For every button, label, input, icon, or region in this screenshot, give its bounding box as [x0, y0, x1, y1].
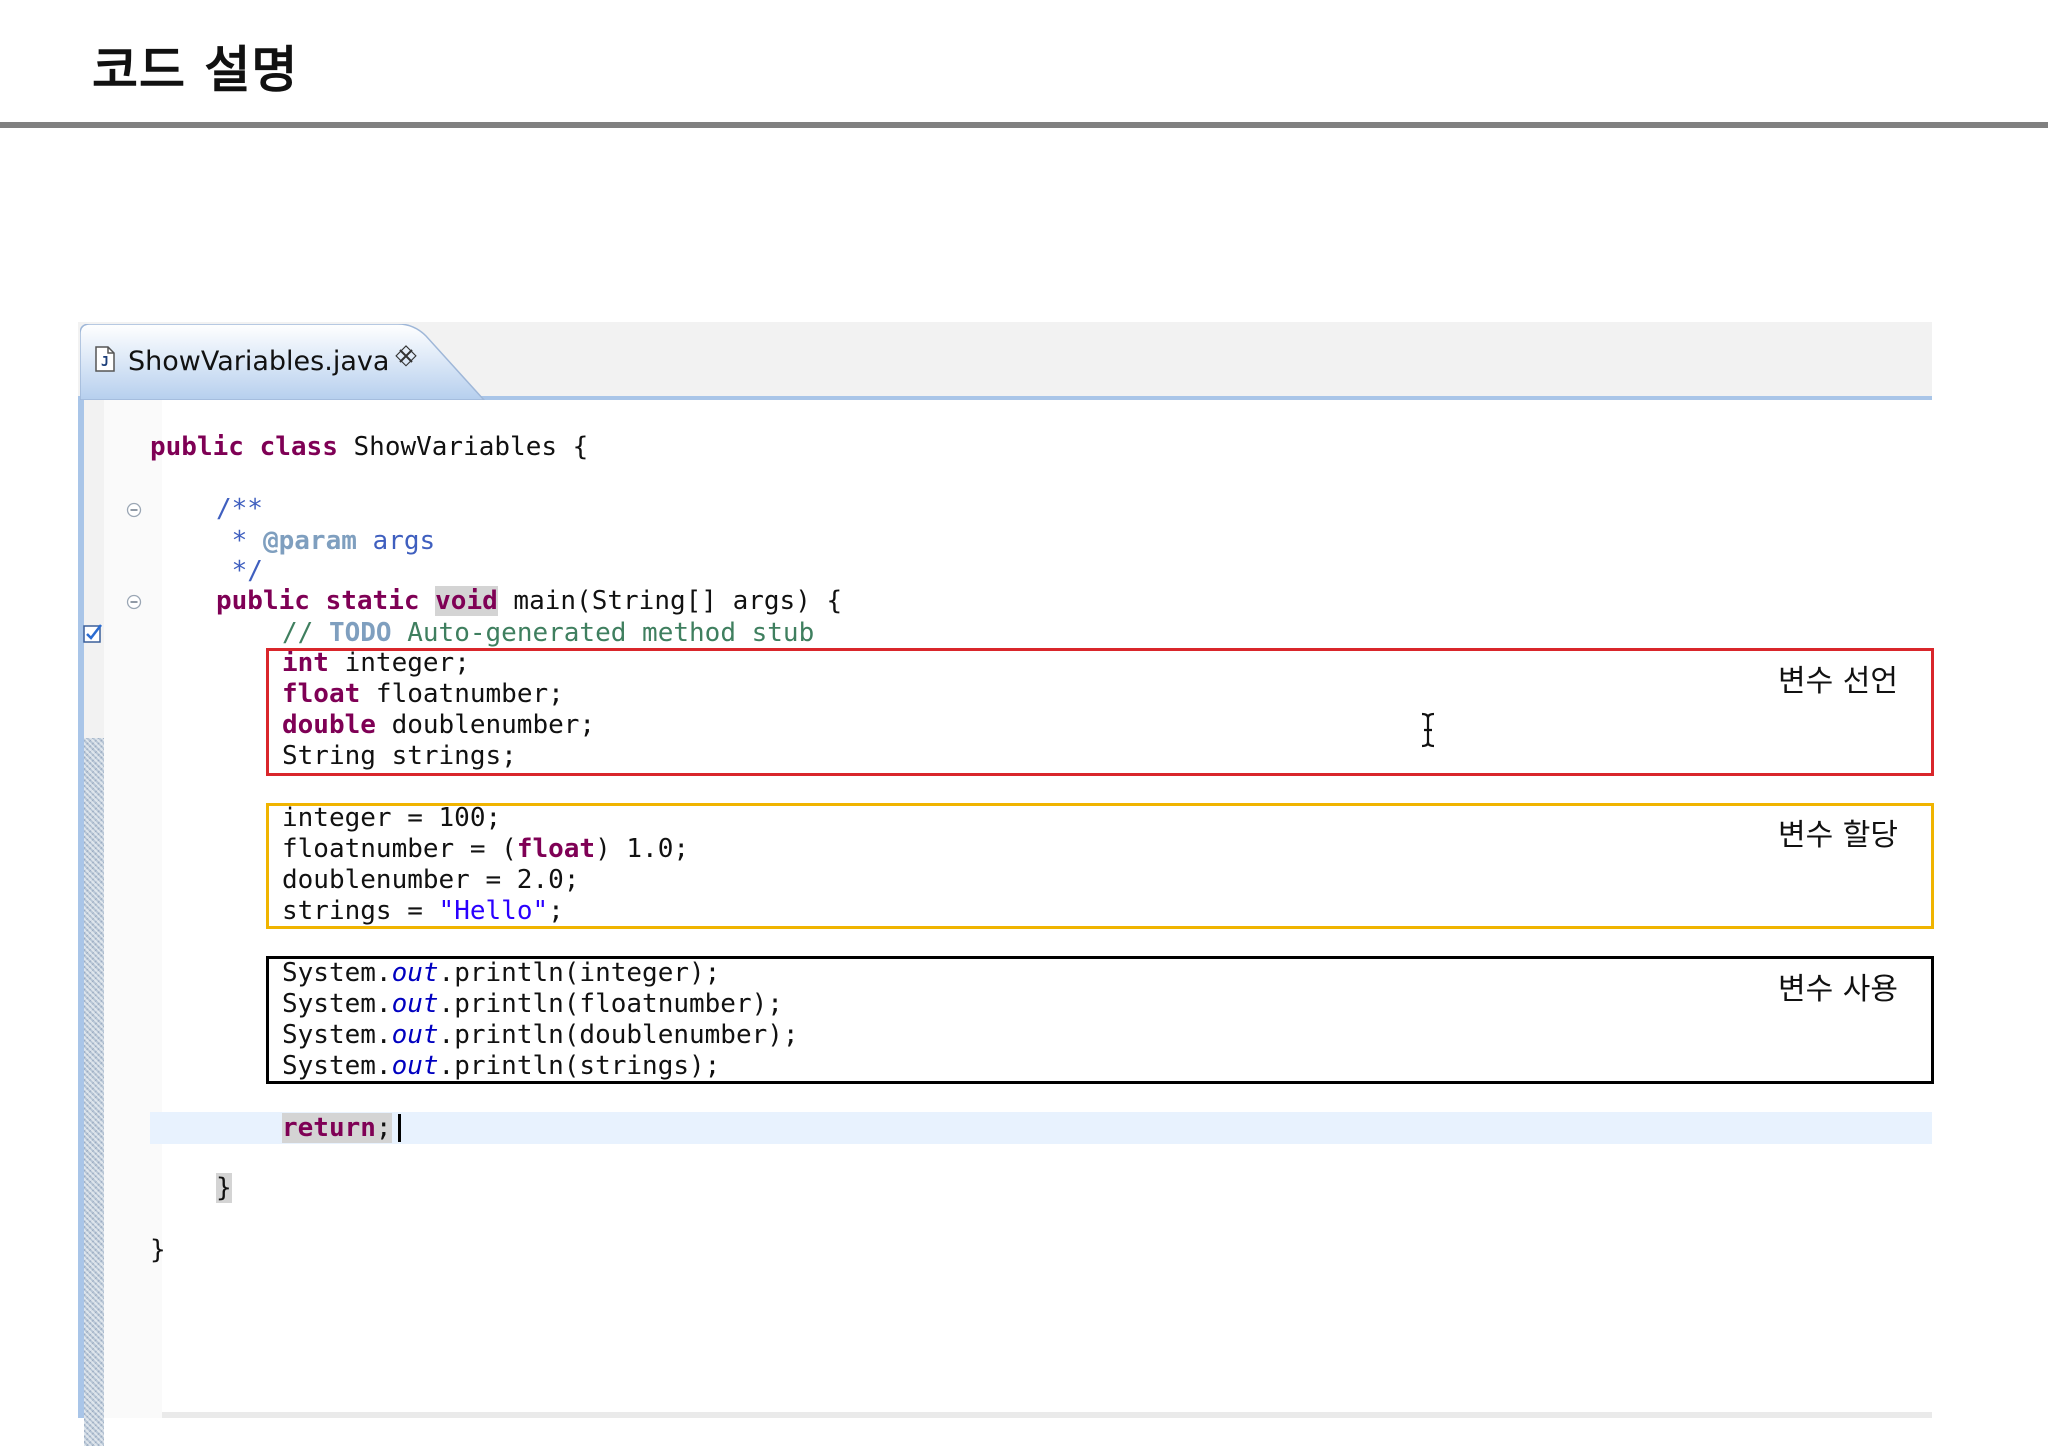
code-editor: J ShowVariables.java: [78, 322, 1932, 1446]
title-divider: [0, 122, 2048, 128]
comment-text: //: [282, 618, 329, 648]
code-area[interactable]: [162, 400, 1932, 1418]
code-text: *: [216, 526, 263, 556]
editor-left-border: [78, 400, 84, 1418]
task-checkbox-icon[interactable]: [82, 622, 104, 646]
code-text: System.: [282, 989, 392, 1019]
java-file-icon: J: [95, 346, 115, 372]
todo-tag: TODO: [328, 618, 392, 648]
keyword: static: [325, 586, 420, 616]
code-space: [244, 432, 260, 462]
code-text: doublenumber;: [375, 710, 596, 740]
horizontal-scrollbar[interactable]: [162, 1412, 1932, 1418]
code-line[interactable]: doublenumber = 2.0;: [282, 865, 580, 895]
tab-background: [80, 324, 486, 400]
current-line-highlight: [150, 1112, 1932, 1144]
code-line[interactable]: System.out.println(integer);: [282, 958, 720, 988]
code-text: System.: [282, 1051, 392, 1081]
code-line[interactable]: public static void main(String[] args) {: [216, 586, 842, 616]
code-space: [310, 586, 326, 616]
code-line[interactable]: }: [216, 1173, 232, 1203]
tab-showvariables-java[interactable]: J ShowVariables.java: [80, 324, 500, 400]
annotation-label-declaration: 변수 선언: [1778, 664, 1898, 699]
keyword: double: [282, 710, 376, 740]
code-text: strings =: [282, 896, 439, 926]
annotation-label-assignment: 변수 할당: [1778, 818, 1898, 853]
keyword: float: [516, 834, 596, 864]
code-line[interactable]: floatnumber = (float) 1.0;: [282, 834, 689, 864]
gutter-range-marker[interactable]: [84, 738, 104, 1446]
tab-filename: ShowVariables.java: [128, 346, 390, 377]
close-icon[interactable]: [394, 344, 418, 368]
code-line[interactable]: // TODO Auto-generated method stub: [282, 618, 814, 648]
code-line[interactable]: strings = "Hello";: [282, 896, 564, 926]
static-field: out: [391, 958, 439, 988]
code-line[interactable]: */: [216, 556, 263, 586]
annotation-box-assignment: [266, 803, 1934, 929]
javadoc-tag: @param: [262, 526, 357, 556]
text-caret: [398, 1114, 401, 1142]
code-line[interactable]: System.out.println(floatnumber);: [282, 989, 783, 1019]
code-line[interactable]: integer = 100;: [282, 803, 502, 833]
code-line[interactable]: String strings;: [282, 741, 517, 771]
text-cursor-icon: [1421, 712, 1435, 748]
annotation-box-usage: [266, 956, 1934, 1084]
slide-title: 코드 설명: [92, 41, 299, 99]
code-text: main(String[] args) {: [497, 586, 843, 616]
comment-text: Auto-generated method stub: [391, 618, 815, 648]
code-text: integer;: [328, 648, 470, 678]
code-line[interactable]: int integer;: [282, 648, 470, 678]
code-line[interactable]: float floatnumber;: [282, 679, 564, 709]
code-text: args: [356, 526, 436, 556]
code-space: [420, 586, 436, 616]
keyword-highlighted: void: [435, 586, 498, 616]
keyword: class: [259, 432, 338, 462]
code-text: ) 1.0;: [595, 834, 690, 864]
folding-column: [104, 400, 162, 1418]
code-text: .println(doublenumber);: [438, 1020, 799, 1050]
code-line[interactable]: }: [150, 1235, 166, 1265]
code-line[interactable]: System.out.println(strings);: [282, 1051, 720, 1081]
static-field: out: [391, 989, 439, 1019]
code-text: .println(floatnumber);: [438, 989, 783, 1019]
code-line[interactable]: * @param args: [216, 526, 436, 556]
static-field: out: [391, 1051, 439, 1081]
closing-brace: }: [216, 1173, 232, 1203]
code-text: floatnumber = (: [282, 834, 517, 864]
code-text: .println(integer);: [438, 958, 721, 988]
code-line[interactable]: public class ShowVariables {: [150, 432, 588, 462]
code-line[interactable]: /**: [216, 494, 263, 524]
code-text: System.: [282, 1020, 392, 1050]
annotation-box-declaration: [266, 648, 1934, 776]
tab-strip-underline: [78, 396, 1932, 401]
code-line[interactable]: System.out.println(doublenumber);: [282, 1020, 799, 1050]
annotation-label-usage: 변수 사용: [1778, 972, 1898, 1007]
code-text: ;: [548, 896, 564, 926]
keyword: public: [216, 586, 310, 616]
keyword: public: [150, 432, 244, 462]
keyword: int: [282, 648, 329, 678]
keyword-highlighted: return: [282, 1113, 376, 1143]
code-line[interactable]: return;: [282, 1113, 392, 1143]
code-text: floatnumber;: [360, 679, 564, 709]
code-text: ShowVariables {: [337, 432, 589, 462]
code-text: .println(strings);: [438, 1051, 721, 1081]
fold-collapse-icon[interactable]: [126, 594, 142, 610]
keyword: float: [282, 679, 361, 709]
code-text: System.: [282, 958, 392, 988]
static-field: out: [391, 1020, 439, 1050]
code-text: ;: [375, 1113, 392, 1143]
svg-text:J: J: [101, 355, 109, 370]
code-line[interactable]: double doublenumber;: [282, 710, 595, 740]
string-literal: "Hello": [438, 896, 549, 926]
fold-collapse-icon[interactable]: [126, 502, 142, 518]
